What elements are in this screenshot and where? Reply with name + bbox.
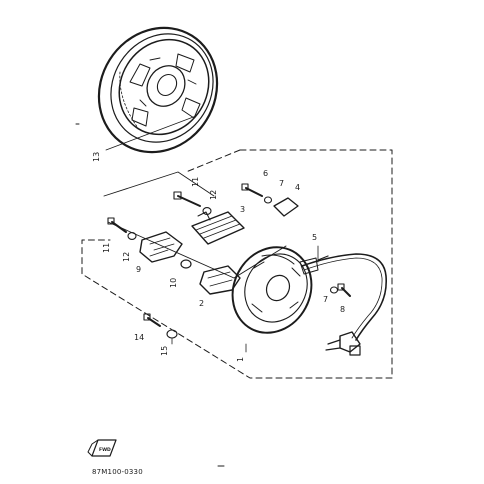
label-4: 4	[295, 183, 300, 192]
screw-6-icon	[241, 183, 263, 197]
label-13: 13	[92, 152, 101, 162]
label-15: 15	[160, 346, 169, 356]
label-14: 14	[134, 333, 144, 342]
clamp-4-icon	[273, 197, 299, 217]
lighting-coil-icon	[139, 231, 183, 263]
label-11-left: 11	[102, 243, 111, 253]
label-5: 5	[312, 233, 317, 242]
label-1: 1	[236, 357, 245, 362]
label-11-upper: 11	[191, 177, 200, 187]
coupler-icon	[325, 331, 361, 356]
bolt-11-upper-icon	[173, 191, 201, 207]
label-12-upper: 12	[209, 190, 218, 200]
assembly-outline-top	[185, 149, 241, 173]
guide-line-lower	[107, 221, 287, 279]
wire-harness-icon	[299, 253, 388, 341]
label-12-left: 12	[122, 252, 131, 262]
collar-10-icon	[180, 259, 192, 269]
label-3: 3	[240, 205, 245, 214]
direction-badge-icon: FWD	[87, 439, 117, 457]
label-2: 2	[199, 299, 204, 308]
washer-12-left-icon	[127, 232, 137, 240]
drawing-code: 87M100-0330	[92, 468, 143, 476]
pulser-coil-icon	[191, 211, 245, 245]
bolt-11-left-icon	[107, 217, 127, 233]
screw-14-icon	[143, 313, 161, 327]
assembly-outline	[81, 149, 393, 379]
label-10: 10	[169, 278, 178, 288]
screw-8-icon	[337, 283, 351, 297]
leader-13	[105, 115, 197, 151]
label-7-right: 7	[323, 295, 328, 304]
label-9: 9	[136, 265, 141, 274]
washer-12-upper-icon	[202, 207, 212, 215]
washer-7-upper-icon	[263, 196, 273, 204]
flywheel-rotor-icon	[97, 26, 219, 154]
badge-text: FWD	[99, 447, 111, 453]
charge-coil-icon	[199, 265, 241, 295]
label-7-upper: 7	[279, 179, 284, 188]
guide-line-upper	[103, 171, 215, 197]
label-8: 8	[340, 305, 345, 314]
washer-7-right-icon	[329, 286, 339, 294]
stator-assembly-icon	[231, 246, 313, 334]
washer-15-icon	[166, 329, 178, 339]
label-6: 6	[263, 169, 268, 178]
